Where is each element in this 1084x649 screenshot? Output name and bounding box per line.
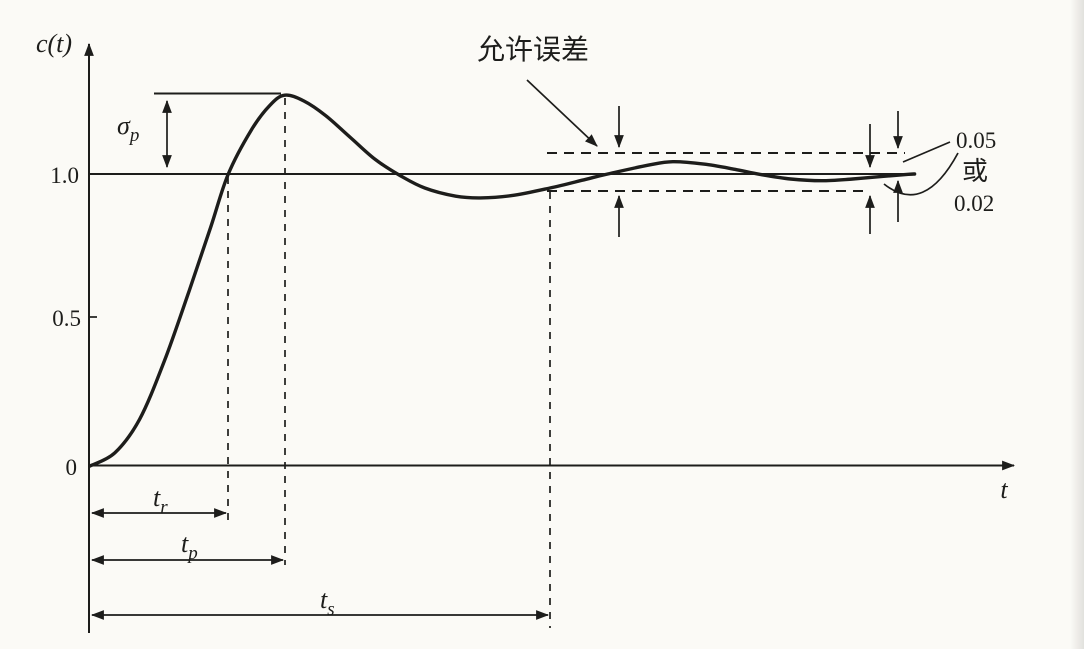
tolerance-band-arrows xyxy=(614,106,903,237)
or-label: 或 xyxy=(962,156,988,186)
overshoot-label: σp xyxy=(117,111,139,146)
y-tick-0-5: 0.5 xyxy=(52,306,81,331)
x-axis-label: t xyxy=(1000,475,1008,504)
response-curve xyxy=(88,93,917,468)
y-tick-0: 0 xyxy=(66,455,78,480)
tolerance-callout-arrow xyxy=(526,79,598,147)
tolerance-value-002: 0.02 xyxy=(954,191,994,216)
rise-time-label: tr xyxy=(153,483,168,518)
tolerance-leader-002 xyxy=(883,152,959,196)
settling-time-label: ts xyxy=(320,585,335,620)
tolerance-callout-label: 允许误差 xyxy=(477,34,589,65)
peak-time-label: tp xyxy=(181,529,198,564)
tolerance-value-005: 0.05 xyxy=(956,128,996,153)
tolerance-leader-005 xyxy=(902,141,951,163)
y-axis-label: c(t) xyxy=(36,29,72,58)
y-tick-1-0: 1.0 xyxy=(50,163,79,188)
